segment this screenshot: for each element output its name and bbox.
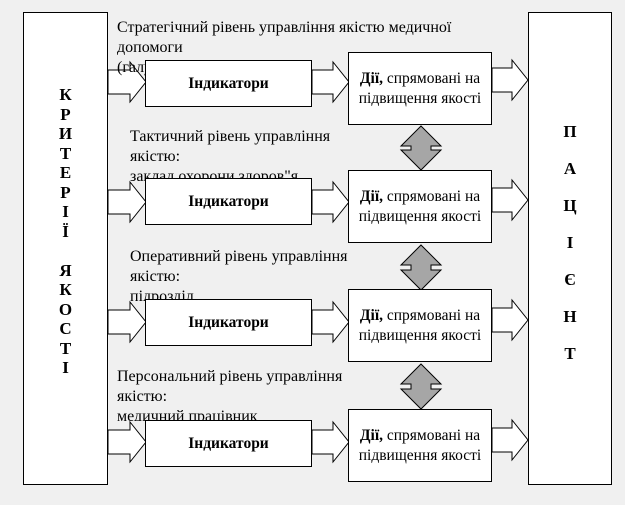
action-rest-1: спрямовані на підвищення якості xyxy=(358,69,482,107)
arrow-indicator-to-action-4 xyxy=(311,420,350,464)
arrow-criteria-to-indicator-1 xyxy=(107,60,147,104)
arrow-action-to-patient-2 xyxy=(491,178,529,222)
arrow-criteria-to-indicator-2 xyxy=(107,180,147,224)
level-4-title: Персональний рівень управління якістю: м… xyxy=(117,368,343,421)
action-bold-4: Дії, xyxy=(359,426,383,444)
action-box-3: Дії, спрямовані на підвищення якості xyxy=(348,289,492,362)
action-box-2: Дії, спрямовані на підвищення якості xyxy=(348,170,492,243)
indicator-box-1: Індикатори xyxy=(145,60,312,107)
indicator-label-1: Індикатори xyxy=(188,74,269,92)
action-rest-4: спрямовані на підвищення якості xyxy=(358,426,482,464)
indicator-box-4: Індикатори xyxy=(145,420,312,467)
level-2-title: Тактичний рівень управління якістю: закл… xyxy=(130,128,331,182)
arrow-criteria-to-indicator-3 xyxy=(107,300,147,344)
patient-column: П А Ц І Є Н Т xyxy=(528,12,612,485)
action-rest-3: спрямовані на підвищення якості xyxy=(358,306,482,344)
level-3-title: Оперативний рівень управління якістю: пі… xyxy=(130,248,348,301)
indicator-box-3: Індикатори xyxy=(145,299,312,346)
indicator-box-2: Індикатори xyxy=(145,178,312,225)
arrow-indicator-to-action-2 xyxy=(311,180,350,224)
arrow-criteria-to-indicator-4 xyxy=(107,420,147,464)
patient-label: П А Ц І Є Н Т xyxy=(563,122,577,363)
action-bold-1: Дії, xyxy=(359,69,383,87)
arrow-action-to-patient-1 xyxy=(491,58,529,102)
action-box-1: Дії, спрямовані на підвищення якості xyxy=(348,52,492,125)
double-arrow-2-3 xyxy=(399,244,443,291)
action-box-4: Дії, спрямовані на підвищення якості xyxy=(348,409,492,482)
action-rest-2: спрямовані на підвищення якості xyxy=(358,187,482,225)
criteria-label: К Р И Т Е Р І Ї Я К О С Т І xyxy=(58,85,73,377)
indicator-label-3: Індикатори xyxy=(188,313,269,331)
arrow-action-to-patient-3 xyxy=(491,298,529,342)
arrow-action-to-patient-4 xyxy=(491,418,529,462)
indicator-label-4: Індикатори xyxy=(188,434,269,452)
arrow-indicator-to-action-1 xyxy=(311,60,350,104)
criteria-column: К Р И Т Е Р І Ї Я К О С Т І xyxy=(23,12,108,485)
double-arrow-1-2 xyxy=(399,125,443,171)
indicator-label-2: Індикатори xyxy=(188,192,269,210)
action-bold-2: Дії, xyxy=(359,187,383,205)
double-arrow-3-4 xyxy=(399,363,443,410)
arrow-indicator-to-action-3 xyxy=(311,300,350,344)
action-bold-3: Дії, xyxy=(359,306,383,324)
